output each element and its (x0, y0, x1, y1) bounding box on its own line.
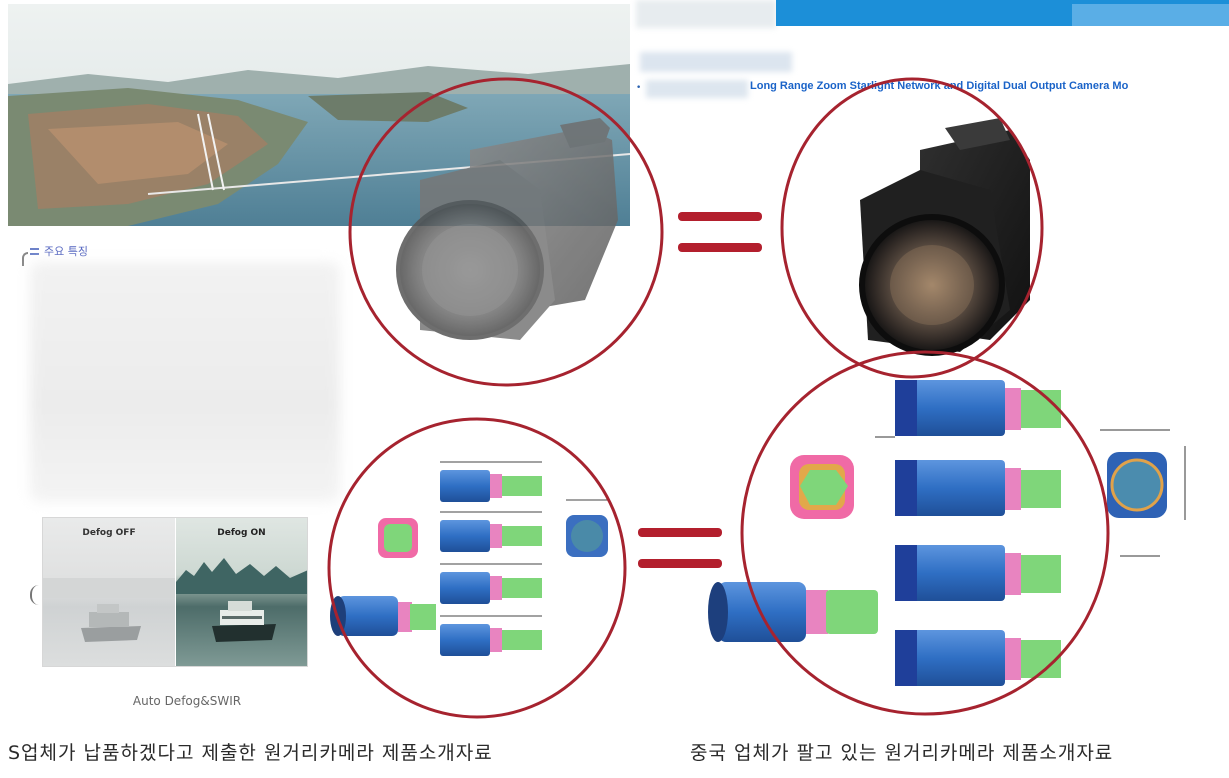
feature-heading: 주요 특징 (30, 243, 88, 259)
circle-right-drawing (740, 350, 1110, 716)
product-title-link[interactable]: Long Range Zoom Starlight Network and Di… (750, 80, 1129, 92)
defog-bracket (30, 585, 39, 605)
list-icon (30, 247, 39, 255)
feature-label: 주요 특징 (44, 245, 88, 258)
technical-drawing-right (708, 380, 1186, 686)
circle-left-drawing (327, 417, 627, 719)
defog-off-label: Defog OFF (82, 528, 136, 538)
ferry-foggy-icon (43, 578, 175, 642)
feature-bracket (22, 252, 28, 266)
ferry-clear-icon (176, 558, 307, 642)
defog-off-panel: Defog OFF (43, 518, 175, 666)
blurred-breadcrumb (640, 52, 792, 72)
blurred-header (636, 0, 776, 28)
circle-right-lens (780, 77, 1044, 379)
equals-sign-bottom (638, 528, 722, 568)
header-bar-highlight (1072, 4, 1229, 26)
harbor-photo (8, 4, 630, 226)
defog-caption: Auto Defog&SWIR (132, 694, 242, 708)
defog-comparison: Defog OFF Defog ON (42, 517, 308, 667)
defog-on-panel: Defog ON (175, 518, 307, 666)
blurred-feature-text (30, 262, 340, 502)
bullet: • (636, 83, 642, 93)
caption-right: 중국 업체가 팔고 있는 원거리카메라 제품소개자료 (690, 742, 1114, 764)
caption-left: S업체가 납품하겠다고 제출한 원거리카메라 제품소개자료 (8, 742, 493, 764)
equals-sign-top (678, 212, 762, 252)
camera-lens-dark-image (859, 118, 1030, 356)
blurred-model-name (646, 80, 748, 98)
defog-on-label: Defog ON (217, 528, 266, 538)
technical-drawing-left (330, 461, 608, 656)
